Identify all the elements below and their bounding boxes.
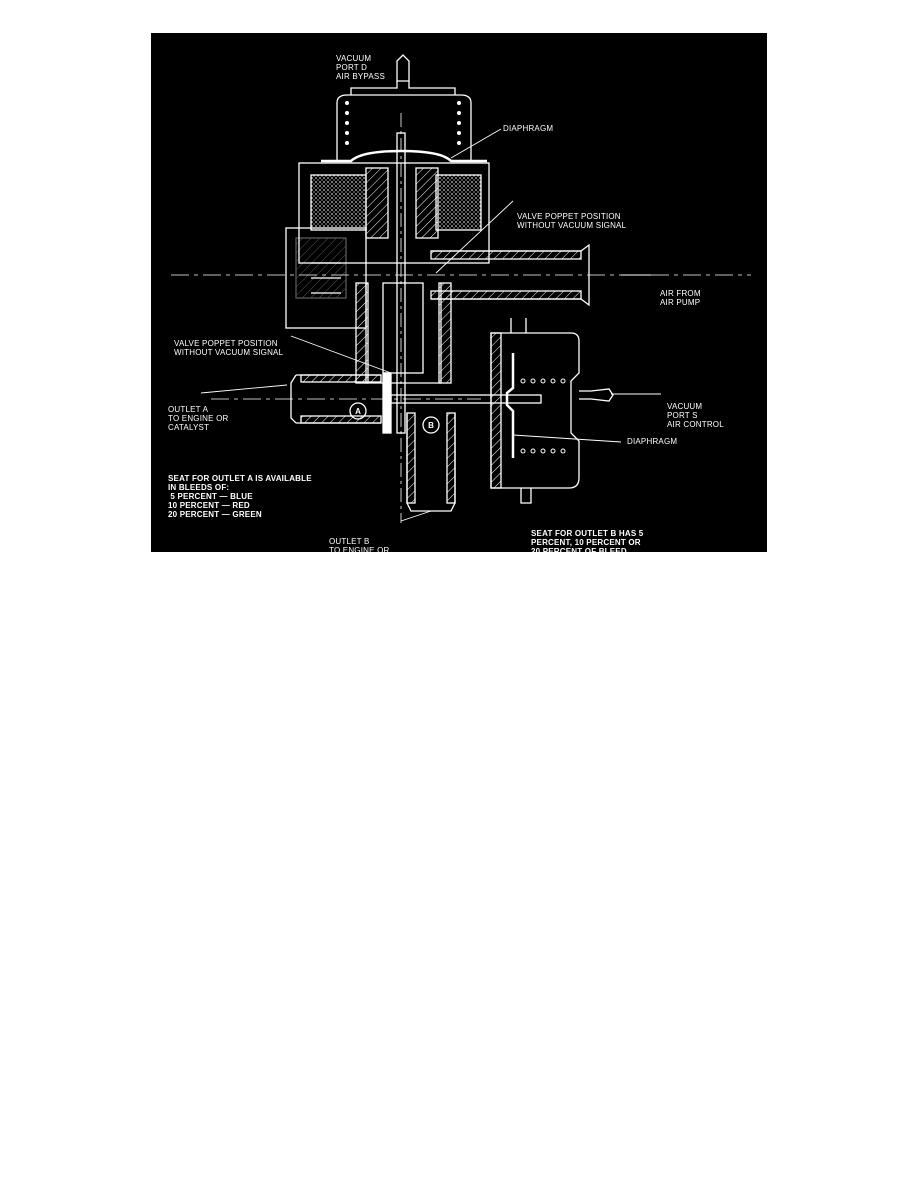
port-d-nipple — [396, 54, 410, 82]
right-housing — [490, 332, 580, 489]
label-diaphragm-right: DIAPHRAGM — [627, 437, 678, 446]
valve-poppet — [382, 282, 424, 374]
marker-b: B — [428, 421, 434, 430]
poppet-stem — [396, 132, 406, 434]
control-rod — [390, 394, 542, 404]
right-diaphragm — [505, 353, 515, 458]
leader-lines — [200, 128, 661, 522]
top-diaphragm — [321, 149, 487, 163]
label-diaphragm-top: DIAPHRAGM — [503, 124, 554, 133]
valve-cross-section: A B — [171, 54, 751, 523]
upper-cap — [336, 94, 472, 161]
port-s-nipple — [579, 388, 614, 402]
marker-b-circle — [422, 416, 440, 434]
marker-a-circle — [349, 402, 367, 420]
marker-a: A — [355, 407, 361, 416]
left-chamber — [285, 227, 367, 329]
upper-body — [298, 162, 490, 264]
